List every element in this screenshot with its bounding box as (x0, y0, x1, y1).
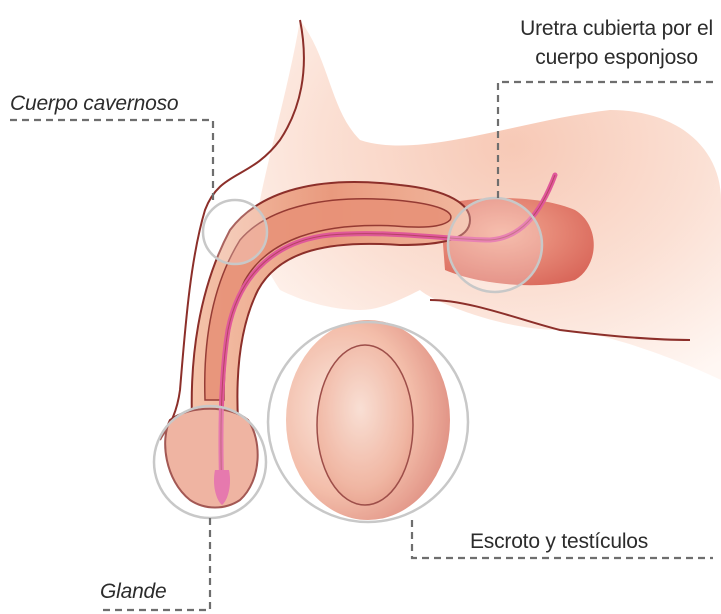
callout-circle-glande (154, 406, 266, 518)
label-escroto: Escroto y testículos (470, 530, 648, 554)
label-glande: Glande (100, 580, 167, 604)
callout-circle-escroto (268, 322, 468, 522)
callout-circle-cuerpo (203, 200, 267, 264)
label-uretra-line2: cuerpo esponjoso (520, 43, 713, 72)
leader-line-cuerpo (10, 120, 213, 202)
label-cuerpo-cavernoso: Cuerpo cavernoso (10, 92, 178, 116)
label-uretra: Uretra cubierta por el cuerpo esponjoso (520, 14, 713, 72)
callout-circle-uretra (448, 198, 542, 292)
label-uretra-line1: Uretra cubierta por el (520, 14, 713, 43)
